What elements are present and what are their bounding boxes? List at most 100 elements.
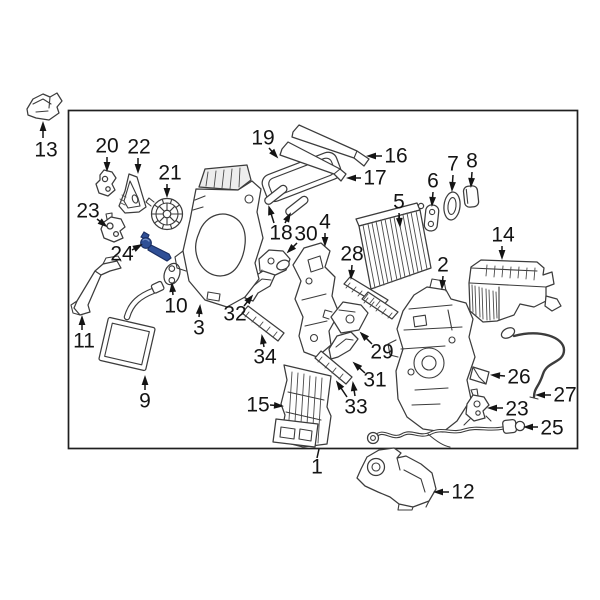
callout-31-arrowhead xyxy=(352,361,363,371)
callout-label-6: 6 xyxy=(427,170,439,193)
callout-27-arrowhead xyxy=(535,391,545,399)
callout-19-arrowhead xyxy=(269,148,279,159)
callout-label-18: 18 xyxy=(269,222,292,245)
part-15-filter-frame xyxy=(272,364,332,448)
callout-6-arrowhead xyxy=(429,196,437,207)
callout-33-arrowhead xyxy=(335,380,345,391)
callout-label-30: 30 xyxy=(294,223,317,246)
callout-label-26: 26 xyxy=(507,366,530,389)
part-24-sensor-highlighted xyxy=(140,231,172,262)
part-27-aspirator-hose xyxy=(500,327,566,400)
part-13-bracket xyxy=(26,92,63,121)
part-16-seal-strip xyxy=(291,124,370,167)
callout-label-17: 17 xyxy=(363,167,386,190)
callout-33-arrowhead xyxy=(350,381,358,392)
part-33-seal-strip xyxy=(314,350,353,385)
callout-14-arrowhead xyxy=(498,250,506,260)
callout-24-arrowhead xyxy=(132,244,143,252)
part-8-plug xyxy=(462,185,480,208)
callout-21-arrowhead xyxy=(163,188,171,198)
part-23b-actuator xyxy=(463,388,492,426)
callout-34-arrowhead xyxy=(260,334,267,345)
part-25-drain-hose xyxy=(366,418,526,448)
callout-label-5: 5 xyxy=(393,191,405,214)
callout-label-15: 15 xyxy=(246,394,269,417)
callout-label-10: 10 xyxy=(164,295,187,318)
callout-label-34: 34 xyxy=(253,346,277,369)
callout-label-23b: 23 xyxy=(505,398,528,421)
callout-12-arrowhead xyxy=(433,488,443,496)
callout-label-19: 19 xyxy=(251,127,274,150)
callout-label-4: 4 xyxy=(319,211,331,234)
part-9-heater-core xyxy=(98,280,165,372)
part-26-clip xyxy=(469,366,490,385)
callout-30-arrowhead xyxy=(286,243,297,254)
callout-label-21: 21 xyxy=(158,162,181,185)
part-31-door-scoop xyxy=(328,331,359,360)
callout-label-1: 1 xyxy=(311,456,323,479)
part-17-seal-strip xyxy=(279,141,347,182)
part-7-grommet xyxy=(443,191,461,221)
callout-17-arrowhead xyxy=(346,174,356,182)
callout-22-arrowhead xyxy=(134,164,142,174)
part-22-bracket xyxy=(118,173,147,214)
callout-28-arrowhead xyxy=(348,269,356,280)
callout-3-arrowhead xyxy=(195,304,203,315)
part-28-grille xyxy=(343,276,399,320)
callout-23a-arrowhead xyxy=(97,218,108,228)
part-14-foot-duct-housing xyxy=(468,259,562,323)
callout-25-arrowhead xyxy=(523,423,533,431)
part-34-seal-strip xyxy=(241,305,285,342)
callout-label-7: 7 xyxy=(447,153,459,176)
callout-label-11: 11 xyxy=(73,330,95,353)
part-29-actuator xyxy=(322,301,369,334)
part-11-duct-arm xyxy=(70,255,122,316)
part-12-floor-duct xyxy=(356,447,437,511)
part-23a-actuator xyxy=(100,212,126,243)
callout-label-16: 16 xyxy=(384,145,407,168)
callout-1-line xyxy=(316,448,320,459)
part-2-housing-right xyxy=(387,278,476,433)
callout-32-arrowhead xyxy=(244,294,254,305)
callout-16-arrowhead xyxy=(366,152,376,160)
callout-label-23a: 23 xyxy=(76,200,99,223)
callout-13-arrowhead xyxy=(39,121,47,131)
callout-label-27: 27 xyxy=(553,384,576,407)
callout-11-arrowhead xyxy=(78,315,86,325)
part-18-seal-pads xyxy=(264,184,309,216)
callout-label-31: 31 xyxy=(363,369,386,392)
callout-label-33: 33 xyxy=(344,396,367,419)
callout-label-28: 28 xyxy=(340,243,363,266)
callout-label-20: 20 xyxy=(95,135,118,158)
callout-label-8: 8 xyxy=(466,150,478,173)
callout-29-arrowhead xyxy=(359,331,370,342)
callout-label-2: 2 xyxy=(437,254,449,277)
part-6-bracket xyxy=(423,204,440,232)
callout-23b-arrowhead xyxy=(487,404,497,412)
callout-8-arrowhead xyxy=(468,177,475,188)
part-5-evaporator-core xyxy=(355,202,432,290)
callout-label-13: 13 xyxy=(34,139,57,162)
callout-2-arrowhead xyxy=(439,279,447,290)
part-3-housing-left xyxy=(174,164,264,308)
callout-9-arrowhead xyxy=(141,375,149,385)
callout-15-arrowhead xyxy=(273,401,284,409)
callout-5-arrowhead xyxy=(395,217,403,228)
callout-label-25: 25 xyxy=(540,417,563,440)
callout-label-3: 3 xyxy=(193,317,205,340)
callout-7-arrowhead xyxy=(449,181,456,192)
callout-label-29: 29 xyxy=(370,341,393,364)
callout-10-arrowhead xyxy=(169,282,177,293)
callout-18-arrowhead xyxy=(268,205,275,216)
callout-label-32: 32 xyxy=(223,303,246,326)
callout-label-24: 24 xyxy=(110,243,134,266)
callout-20-arrowhead xyxy=(103,162,111,172)
callout-4-arrowhead xyxy=(321,237,329,247)
callout-18-arrowhead xyxy=(283,212,291,223)
callout-26-arrowhead xyxy=(490,372,501,380)
callout-label-9: 9 xyxy=(139,390,151,413)
part-21-blower-disc xyxy=(145,197,184,231)
